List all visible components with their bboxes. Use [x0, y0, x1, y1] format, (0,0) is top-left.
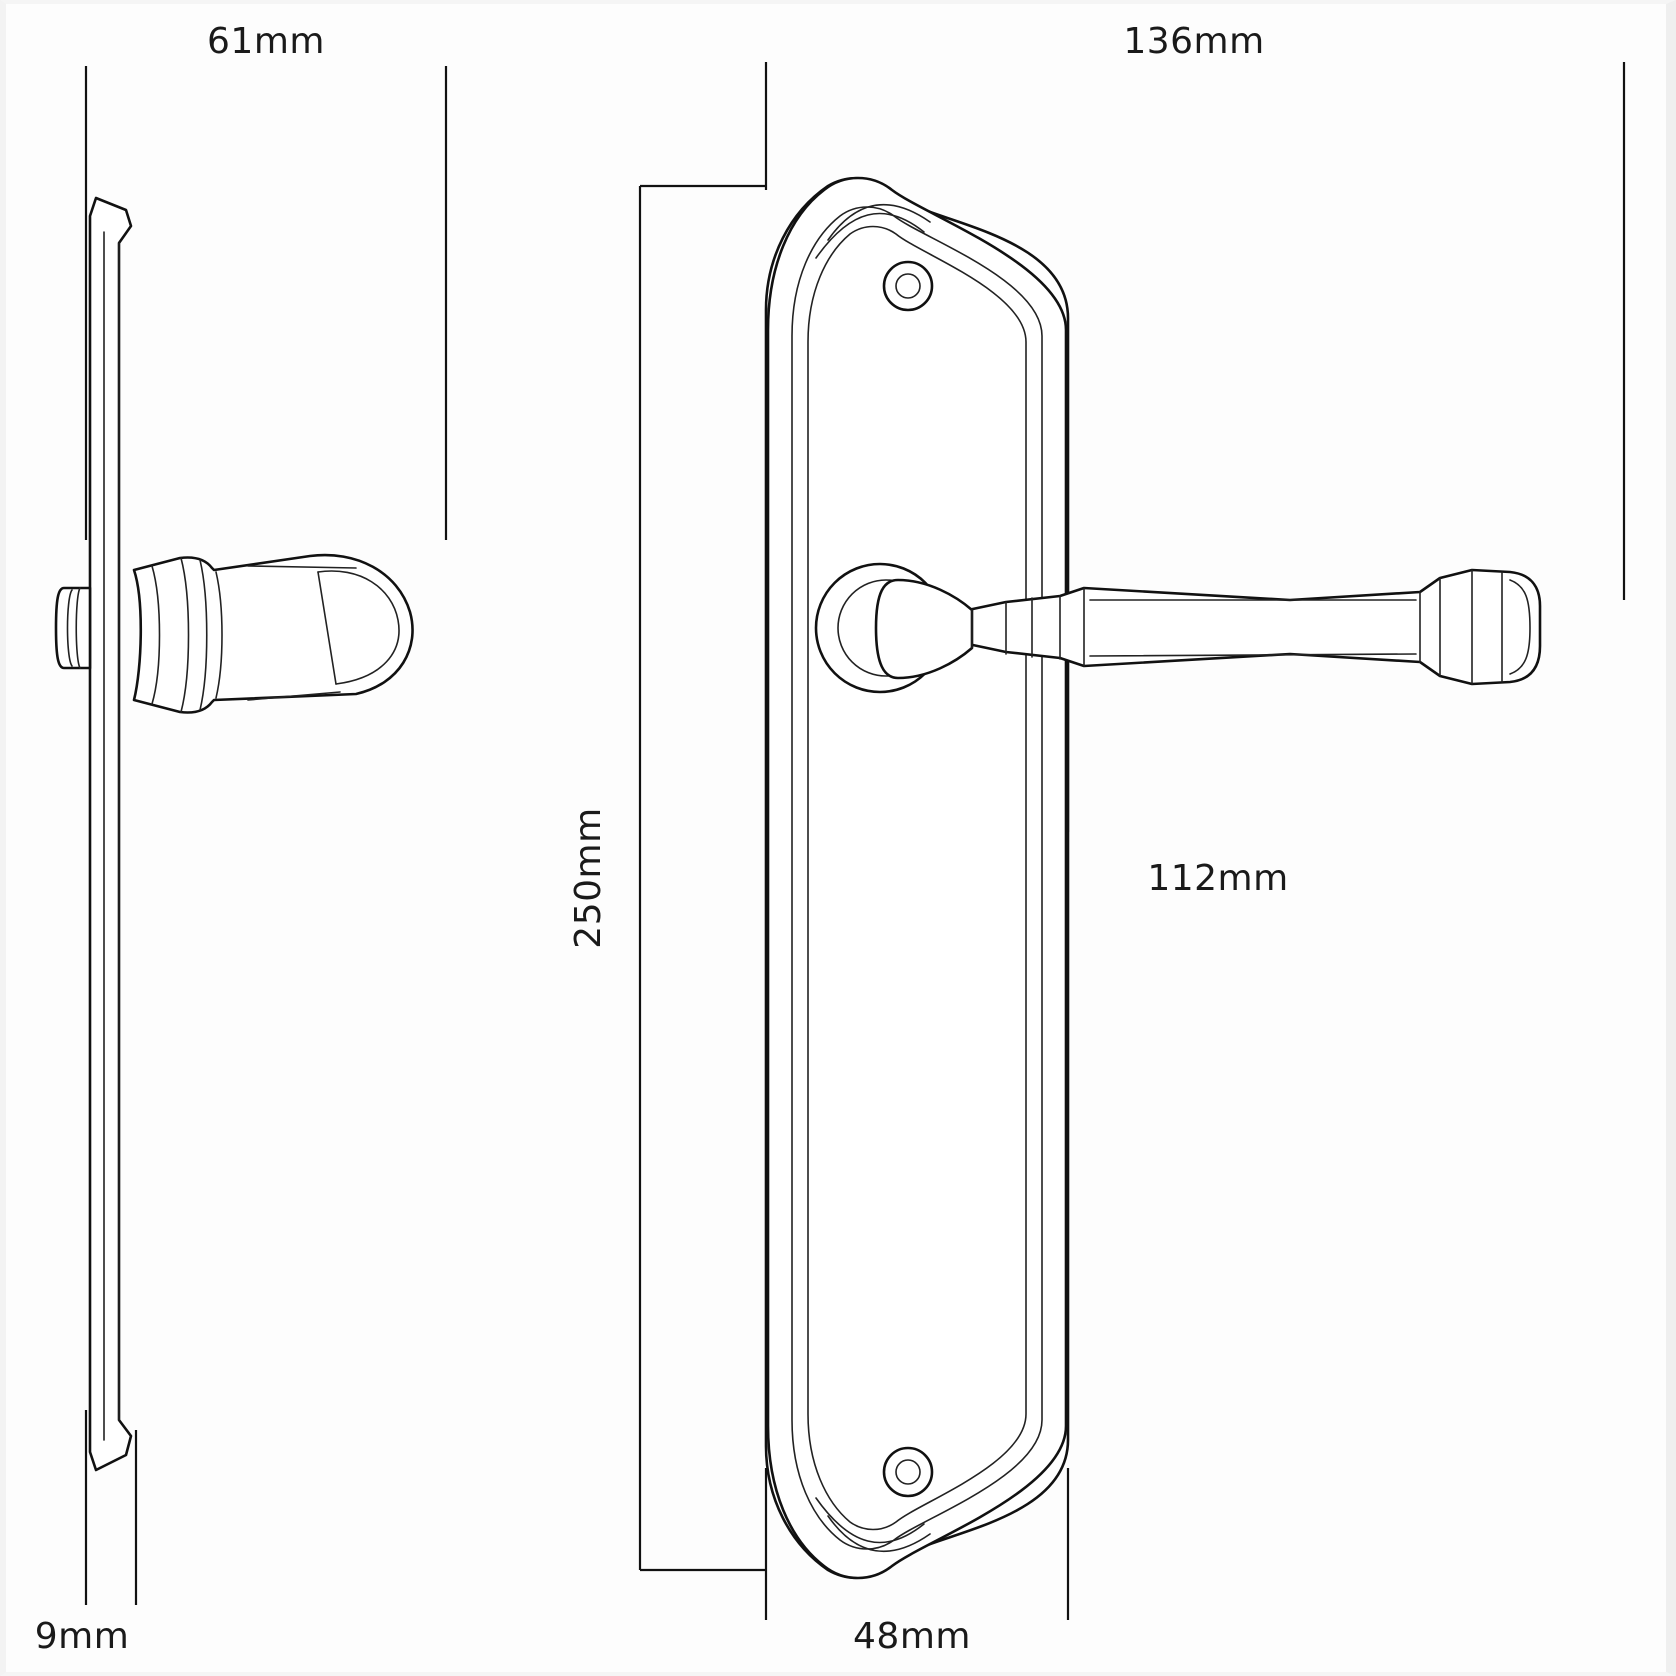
side-spindle-ring-1	[66, 589, 73, 667]
front-top-shade-arc-1	[815, 212, 925, 259]
dim-label-250mm: 250mm	[568, 807, 609, 948]
side-collar-ring-2	[180, 557, 190, 713]
front-top-shade-arc-2	[827, 203, 931, 241]
dim-label-48mm: 48mm	[853, 1616, 971, 1657]
front-lever-bottom-highlight	[1089, 653, 1417, 657]
dim-label-61mm: 61mm	[207, 21, 325, 62]
side-collar-ring-3	[199, 559, 208, 711]
front-fixing-hole-bottom-inner	[895, 1459, 921, 1485]
side-spindle-ring-2	[75, 587, 81, 669]
front-backplate-inner-relief-2	[807, 225, 1027, 1531]
side-elevation-view	[54, 196, 414, 1472]
front-elevation-view	[764, 176, 1542, 1580]
front-backplate-silhouette	[766, 176, 1068, 1580]
front-fixing-hole-top-inner	[895, 273, 921, 299]
front-bottom-shade-arc-2	[827, 1515, 931, 1553]
side-collar-ring-4	[215, 571, 223, 699]
side-backplate-profile	[88, 196, 133, 1472]
front-lever-neck	[874, 578, 974, 680]
side-spindle-stub	[54, 586, 92, 670]
front-backplate-inner-relief	[791, 206, 1043, 1550]
front-bottom-shade-arc-1	[815, 1497, 925, 1544]
dim-label-9mm: 9mm	[35, 1616, 130, 1657]
side-lever-loop-close	[317, 571, 337, 685]
side-lever-outline	[132, 553, 414, 714]
side-lever-bottom-highlight	[247, 691, 341, 701]
side-collar-ring-1	[151, 565, 161, 705]
front-lever-end-cap	[1509, 579, 1531, 675]
side-lever-top-highlight	[247, 565, 357, 569]
dim-label-136mm: 136mm	[1123, 21, 1264, 62]
dim-label-112mm: 112mm	[1147, 858, 1288, 899]
side-lever-end-inner-loop	[317, 570, 400, 685]
